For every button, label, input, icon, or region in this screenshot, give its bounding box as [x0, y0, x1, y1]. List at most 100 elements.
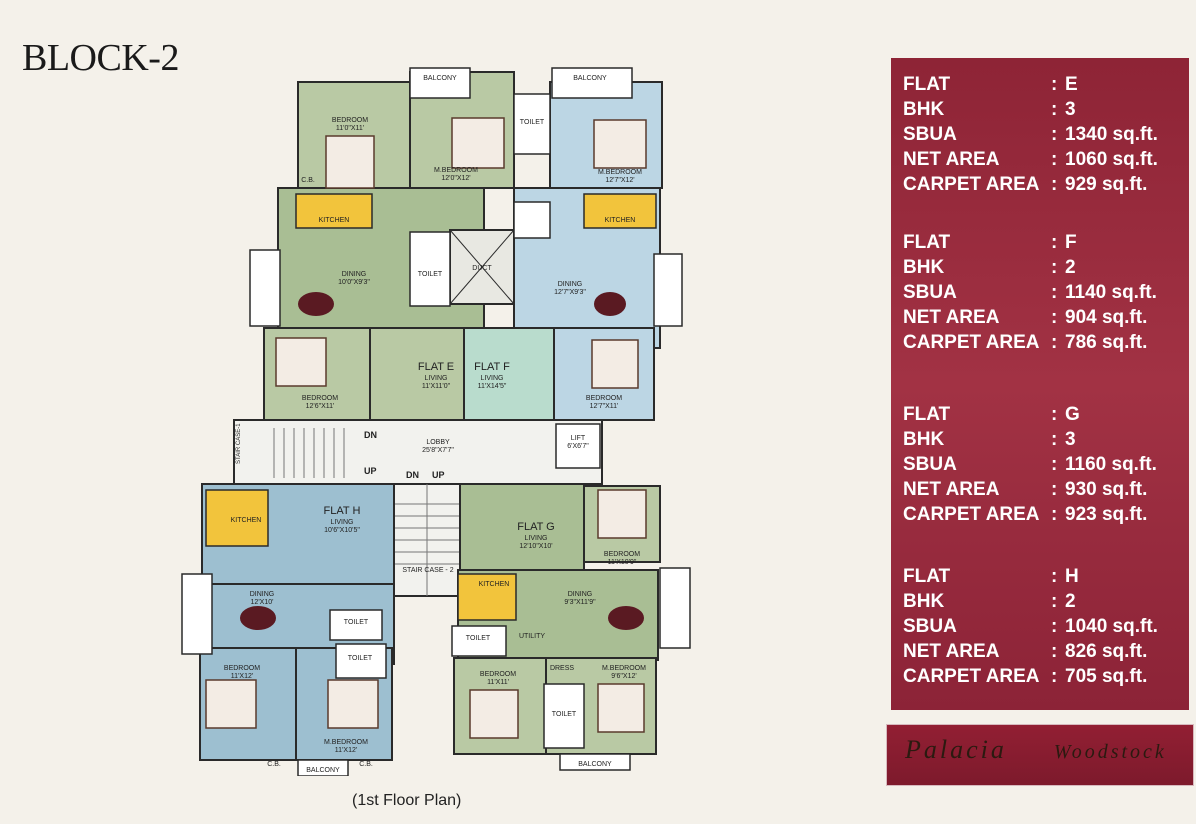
flat-f-specs: FLAT:F BHK:2 SBUA:1140 sq.ft. NET AREA:9… [903, 230, 1189, 355]
label-g-toilet-2: TOILET [552, 711, 577, 718]
spec-row-flat: FLAT:E [903, 73, 1078, 95]
block-title: BLOCK-2 [22, 37, 179, 79]
label-g-living: LIVING [525, 535, 548, 542]
label-f-bedroom: BEDROOM [586, 395, 622, 402]
spec-row-flat: FLAT:F [903, 231, 1077, 253]
label-f-toilet: TOILET [520, 119, 545, 126]
spec-row-sbua: SBUA:1160 sq.ft. [903, 453, 1157, 475]
dim-e-mbedroom: 12'0"X12' [441, 175, 470, 182]
dim-h-bedroom: 11'X12' [231, 673, 253, 680]
flat-h-area [181, 483, 395, 776]
dim-f-dining: 12'7"X9'3" [554, 289, 586, 296]
brand-name-left: Palacia [905, 735, 1007, 764]
label-dn-1: DN [364, 430, 377, 440]
brand-banner: Palacia Woodstock [886, 724, 1194, 786]
dim-g-bedroom-2: 11'X11' [487, 679, 509, 686]
label-dn-2: DN [406, 470, 419, 480]
label-h-mbedroom: M.BEDROOM [324, 739, 368, 746]
label-f-kitchen: KITCHEN [605, 217, 636, 224]
plan-caption: (1st Floor Plan) [352, 792, 462, 809]
dim-e-bedroom-2: 12'6"X11' [306, 403, 335, 410]
dim-lift: 6'X6'7" [567, 443, 589, 450]
label-e-living: LIVING [425, 375, 448, 382]
dim-lobby: 25'8"X7'7" [422, 447, 454, 454]
spec-row-carpet-area: CARPET AREA:929 sq.ft. [903, 173, 1148, 195]
dim-g-bedroom: 11'X10'9" [608, 559, 637, 566]
spec-row-carpet-area: CARPET AREA:923 sq.ft. [903, 503, 1148, 525]
label-g-utility: UTILITY [519, 633, 545, 640]
label-f-balcony: BALCONY [573, 75, 607, 82]
spec-row-net-area: NET AREA:826 sq.ft. [903, 640, 1148, 662]
label-up-1: UP [364, 466, 377, 476]
label-cb-2: C.B. [267, 761, 281, 768]
brand-logo-text: Palacia Woodstock [905, 735, 1167, 765]
label-g-bedroom: BEDROOM [604, 551, 640, 558]
spec-row-bhk: BHK:2 [903, 256, 1076, 278]
spec-row-net-area: NET AREA:1060 sq.ft. [903, 148, 1158, 170]
label-f-living: LIVING [481, 375, 504, 382]
label-e-kitchen: KITCHEN [319, 217, 350, 224]
spec-row-flat: FLAT:H [903, 565, 1079, 587]
label-cb-1: C.B. [301, 177, 315, 184]
dim-e-dining: 10'0"X9'3" [338, 279, 370, 286]
label-e-dining: DINING [342, 271, 367, 278]
spec-row-carpet-area: CARPET AREA:786 sq.ft. [903, 331, 1148, 353]
label-h-kitchen: KITCHEN [231, 517, 262, 524]
label-up-2: UP [432, 470, 445, 480]
label-h-living: LIVING [331, 519, 354, 526]
label-flat-f: FLAT F [474, 361, 510, 373]
dim-g-dining: 9'3"X11'9" [564, 599, 596, 606]
label-flat-e: FLAT E [418, 361, 454, 373]
label-g-mbedroom: M.BEDROOM [602, 665, 646, 672]
dim-f-living: 11'X14'5" [478, 383, 507, 390]
label-h-toilet-2: TOILET [348, 655, 373, 662]
label-cb-3: C.B. [359, 761, 373, 768]
spec-row-flat: FLAT:G [903, 403, 1080, 425]
dim-f-mbedroom: 12'7"X12' [605, 177, 634, 184]
label-h-bedroom: BEDROOM [224, 665, 260, 672]
label-stair1: STAIR CASE-1 [236, 423, 242, 464]
spec-row-sbua: SBUA:1140 sq.ft. [903, 281, 1157, 303]
flat-e-specs: FLAT:E BHK:3 SBUA:1340 sq.ft. NET AREA:1… [903, 72, 1189, 197]
label-g-bedroom-2: BEDROOM [480, 671, 516, 678]
spec-row-net-area: NET AREA:904 sq.ft. [903, 306, 1148, 328]
label-flat-g: FLAT G [517, 521, 555, 533]
label-e-bedroom: BEDROOM [332, 117, 368, 124]
spec-row-net-area: NET AREA:930 sq.ft. [903, 478, 1148, 500]
label-h-dining: DINING [250, 591, 275, 598]
spec-row-carpet-area: CARPET AREA:705 sq.ft. [903, 665, 1148, 687]
label-e-bedroom-2: BEDROOM [302, 395, 338, 402]
label-e-mbedroom: M.BEDROOM [434, 167, 478, 174]
dim-g-mbedroom: 9'6"X12' [611, 673, 636, 680]
label-g-kitchen: KITCHEN [479, 581, 510, 588]
spec-row-bhk: BHK:3 [903, 98, 1076, 120]
label-h-balcony: BALCONY [306, 767, 340, 774]
floor-plan: BEDROOM 11'0"X11' M.BEDROOM 12'0"X12' M.… [181, 67, 691, 776]
dim-h-mbedroom: 11'X12' [335, 747, 357, 754]
label-duct: DUCT [472, 265, 492, 272]
label-g-dress: DRESS [550, 665, 574, 672]
brand-name-right: Woodstock [1053, 741, 1167, 763]
dim-e-bedroom: 11'0"X11' [336, 125, 364, 132]
label-lift: LIFT [571, 435, 586, 442]
label-g-toilet: TOILET [466, 635, 491, 642]
label-e-balcony: BALCONY [423, 75, 457, 82]
label-g-dining: DINING [568, 591, 593, 598]
label-f-dining: DINING [558, 281, 583, 288]
label-stair2: STAIR CASE - 2 [402, 567, 453, 574]
spec-row-bhk: BHK:2 [903, 590, 1076, 612]
flat-info-panel: FLAT:E BHK:3 SBUA:1340 sq.ft. NET AREA:1… [891, 58, 1189, 710]
dim-e-living: 11'X11'0" [422, 383, 451, 390]
label-g-balcony: BALCONY [578, 761, 612, 768]
dim-h-living: 10'6"X10'5" [324, 527, 360, 534]
label-h-toilet: TOILET [344, 619, 369, 626]
spec-row-sbua: SBUA:1040 sq.ft. [903, 615, 1158, 637]
dim-h-dining: 12'X10' [251, 599, 274, 606]
flat-g-specs: FLAT:G BHK:3 SBUA:1160 sq.ft. NET AREA:9… [903, 402, 1189, 527]
label-flat-h: FLAT H [324, 505, 361, 517]
spec-row-bhk: BHK:3 [903, 428, 1076, 450]
spec-row-sbua: SBUA:1340 sq.ft. [903, 123, 1158, 145]
flat-h-specs: FLAT:H BHK:2 SBUA:1040 sq.ft. NET AREA:8… [903, 564, 1189, 689]
label-f-mbedroom: M.BEDROOM [598, 169, 642, 176]
dim-f-bedroom: 12'7"X11' [590, 403, 619, 410]
